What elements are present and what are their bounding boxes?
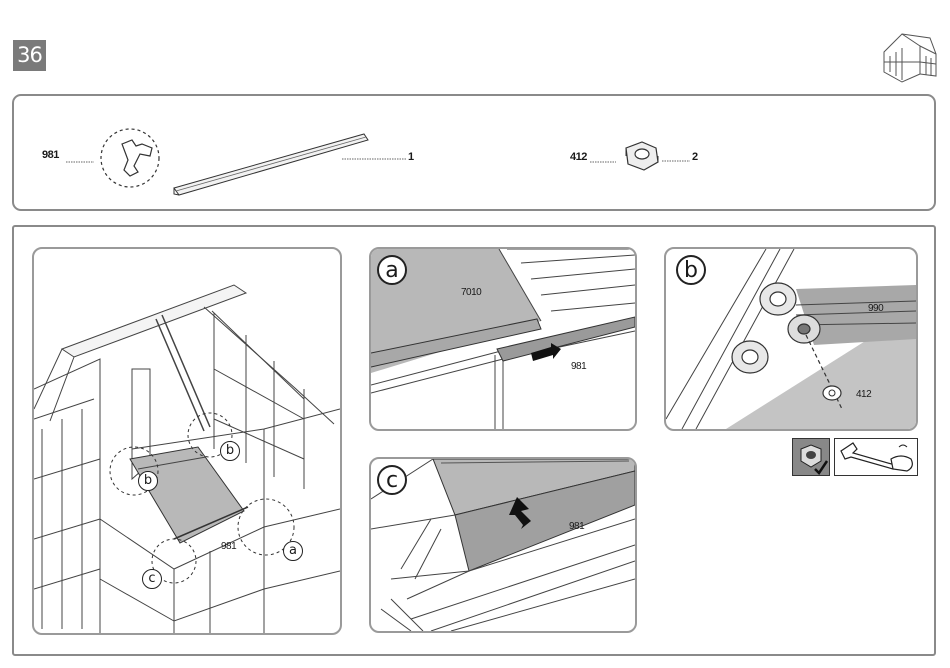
panel-7010-label: 7010 bbox=[461, 287, 481, 298]
callout-a: a bbox=[283, 541, 303, 561]
nut-tightened-icon bbox=[792, 438, 830, 476]
detail-b-letter: b bbox=[676, 255, 706, 285]
nut-412-label: 412 bbox=[856, 389, 871, 400]
step-number-badge: 36 bbox=[13, 40, 46, 71]
rail-990-label: 990 bbox=[868, 303, 883, 314]
overview-panel: b b a c 981 bbox=[32, 247, 342, 635]
part-code-412: 412 bbox=[570, 151, 587, 163]
detail-b-panel: b 990 412 bbox=[664, 247, 918, 431]
wrench-hand-icon bbox=[834, 438, 918, 476]
parts-list-box: 981 1 412 2 bbox=[12, 94, 936, 211]
callout-c: c bbox=[142, 569, 162, 589]
overview-part-label: 981 bbox=[221, 541, 236, 552]
detail-a-letter: a bbox=[377, 255, 407, 285]
detail-c-part-label: 981 bbox=[569, 521, 584, 532]
detail-a-panel: a 7010 981 bbox=[369, 247, 637, 431]
detail-c-letter: c bbox=[377, 465, 407, 495]
callout-b-upper: b bbox=[220, 441, 240, 461]
profile-981-icon bbox=[174, 134, 368, 195]
instruction-box: b b a c 981 a 7010 981 bbox=[12, 225, 936, 656]
detail-c-panel: c 981 bbox=[369, 457, 637, 633]
part-qty-412: 2 bbox=[692, 151, 698, 163]
greenhouse-icon bbox=[880, 26, 938, 84]
part-qty-981: 1 bbox=[408, 151, 414, 163]
callout-b-lower: b bbox=[138, 471, 158, 491]
profile-detail-icon bbox=[101, 129, 159, 187]
nut-412-icon bbox=[626, 142, 658, 170]
detail-a-part-label: 981 bbox=[571, 361, 586, 372]
